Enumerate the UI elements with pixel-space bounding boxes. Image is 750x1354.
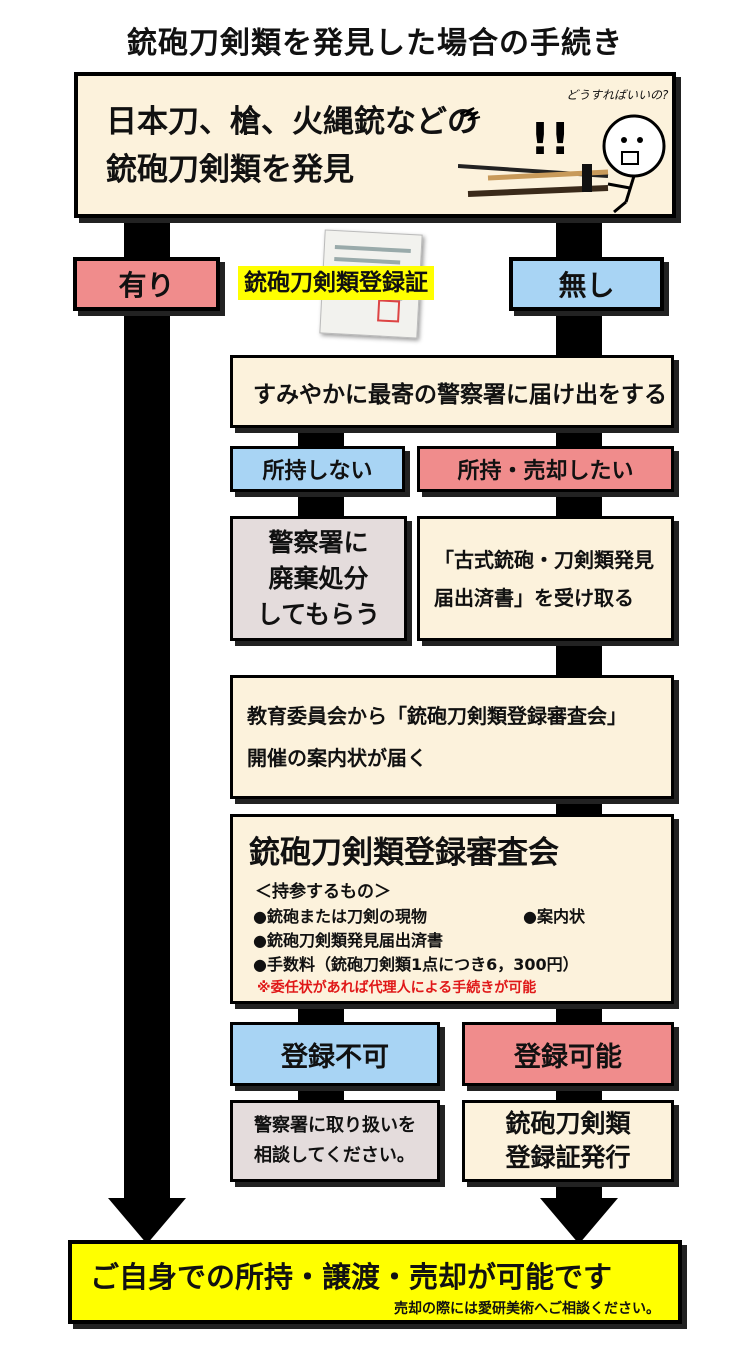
proxy-note: ※委任状があれば代理人による手続きが可能 — [257, 980, 537, 996]
notice-line1: 教育委員会から「銃砲刀剣類登録審査会」 — [247, 704, 627, 728]
certificate-label: 銃砲刀剣類登録証 — [238, 266, 434, 300]
reject-result-box: 警察署に取り扱いを 相談してください。 — [230, 1100, 440, 1182]
keep-sell-label: 所持・売却したい — [417, 446, 674, 492]
swords-group — [458, 164, 609, 197]
discovery-line1: 日本刀、槍、火縄銃などの — [106, 104, 478, 140]
receipt-text: 「古式銃砲・刀剣類発見 届出済書」を受け取る — [434, 541, 654, 617]
notice-text: 教育委員会から「銃砲刀剣類登録審査会」 開催の案内状が届く — [247, 695, 627, 779]
accept-result-text: 銃砲刀剣類 登録証発行 — [505, 1107, 630, 1175]
final-sub-text: 売却の際には愛研美術へご相談ください。 — [394, 1301, 660, 1317]
stick-figure-head — [602, 114, 666, 178]
bring-item-1b: ●案内状 — [523, 907, 585, 926]
bring-title: ＜持参するもの＞ — [255, 882, 391, 902]
bring-item-1: ●銃砲または刀剣の現物 — [253, 907, 427, 926]
reject-result-line1: 警察署に取り扱いを — [254, 1115, 416, 1136]
accept-label: 登録可能 — [462, 1022, 674, 1086]
report-step-text: すみやかに最寄の警察署に届け出をする — [253, 381, 667, 408]
page-title: 銃砲刀剣類を発見した場合の手続き — [127, 26, 623, 61]
disposal-line3: してもらう — [256, 599, 380, 629]
reject-label: 登録不可 — [230, 1022, 440, 1086]
review-box: 銃砲刀剣類登録審査会 ＜持参するもの＞ ●銃砲または刀剣の現物 ●案内状 ●銃砲… — [230, 814, 674, 1004]
final-box: ご自身での所持・譲渡・売却が可能です 売却の際には愛研美術へご相談ください。 — [68, 1240, 682, 1324]
has-certificate-label: 有り — [73, 257, 220, 311]
receipt-line1: 「古式銃砲・刀剣類発見 — [434, 547, 654, 572]
notice-box: 教育委員会から「銃砲刀剣類登録審査会」 開催の案内状が届く — [230, 675, 674, 799]
accept-result-box: 銃砲刀剣類 登録証発行 — [462, 1100, 674, 1182]
notice-line2: 開催の案内状が届く — [247, 746, 427, 770]
speech-text: どうすればいいの? — [566, 88, 669, 102]
discovery-box: 日本刀、槍、火縄銃などの 銃砲刀剣類を発見 !! どうすればいいの? — [74, 72, 676, 218]
receipt-box: 「古式銃砲・刀剣類発見 届出済書」を受け取る — [417, 516, 674, 641]
left-flow-bar — [124, 215, 170, 1200]
reject-result-line2: 相談してください。 — [254, 1145, 415, 1166]
accept-result-line2: 登録証発行 — [505, 1143, 631, 1172]
disposal-line1: 警察署に — [268, 527, 369, 557]
disposal-text: 警察署に 廃棄処分 してもらう — [257, 525, 380, 633]
reject-result-text: 警察署に取り扱いを 相談してください。 — [254, 1111, 416, 1171]
exclaim-mark: !! — [530, 114, 570, 165]
disposal-box: 警察署に 廃棄処分 してもらう — [230, 516, 407, 641]
bring-item-3: ●手数料（銃砲刀剣類1点につき6，300円） — [253, 955, 579, 974]
accept-result-line1: 銃砲刀剣類 — [505, 1109, 631, 1138]
discovery-line2: 銃砲刀剣類を発見 — [106, 152, 354, 188]
bring-item-2: ●銃砲刀剣類発見届出済書 — [253, 931, 443, 950]
receipt-line2: 届出済書」を受け取る — [434, 585, 634, 610]
discovery-text: 日本刀、槍、火縄銃などの 銃砲刀剣類を発見 — [106, 98, 478, 194]
review-heading: 銃砲刀剣類登録審査会 — [249, 835, 559, 871]
right-arrowhead — [540, 1198, 618, 1244]
report-step-box: すみやかに最寄の警察署に届け出をする — [230, 355, 674, 428]
not-keep-label: 所持しない — [230, 446, 405, 492]
no-certificate-label: 無し — [509, 257, 664, 311]
final-main-text: ご自身での所持・譲渡・売却が可能です — [90, 1260, 613, 1294]
disposal-line2: 廃棄処分 — [268, 563, 369, 593]
surprise-squiggle — [459, 107, 481, 121]
sword-illustration: !! — [458, 107, 666, 214]
left-arrowhead — [108, 1198, 186, 1244]
